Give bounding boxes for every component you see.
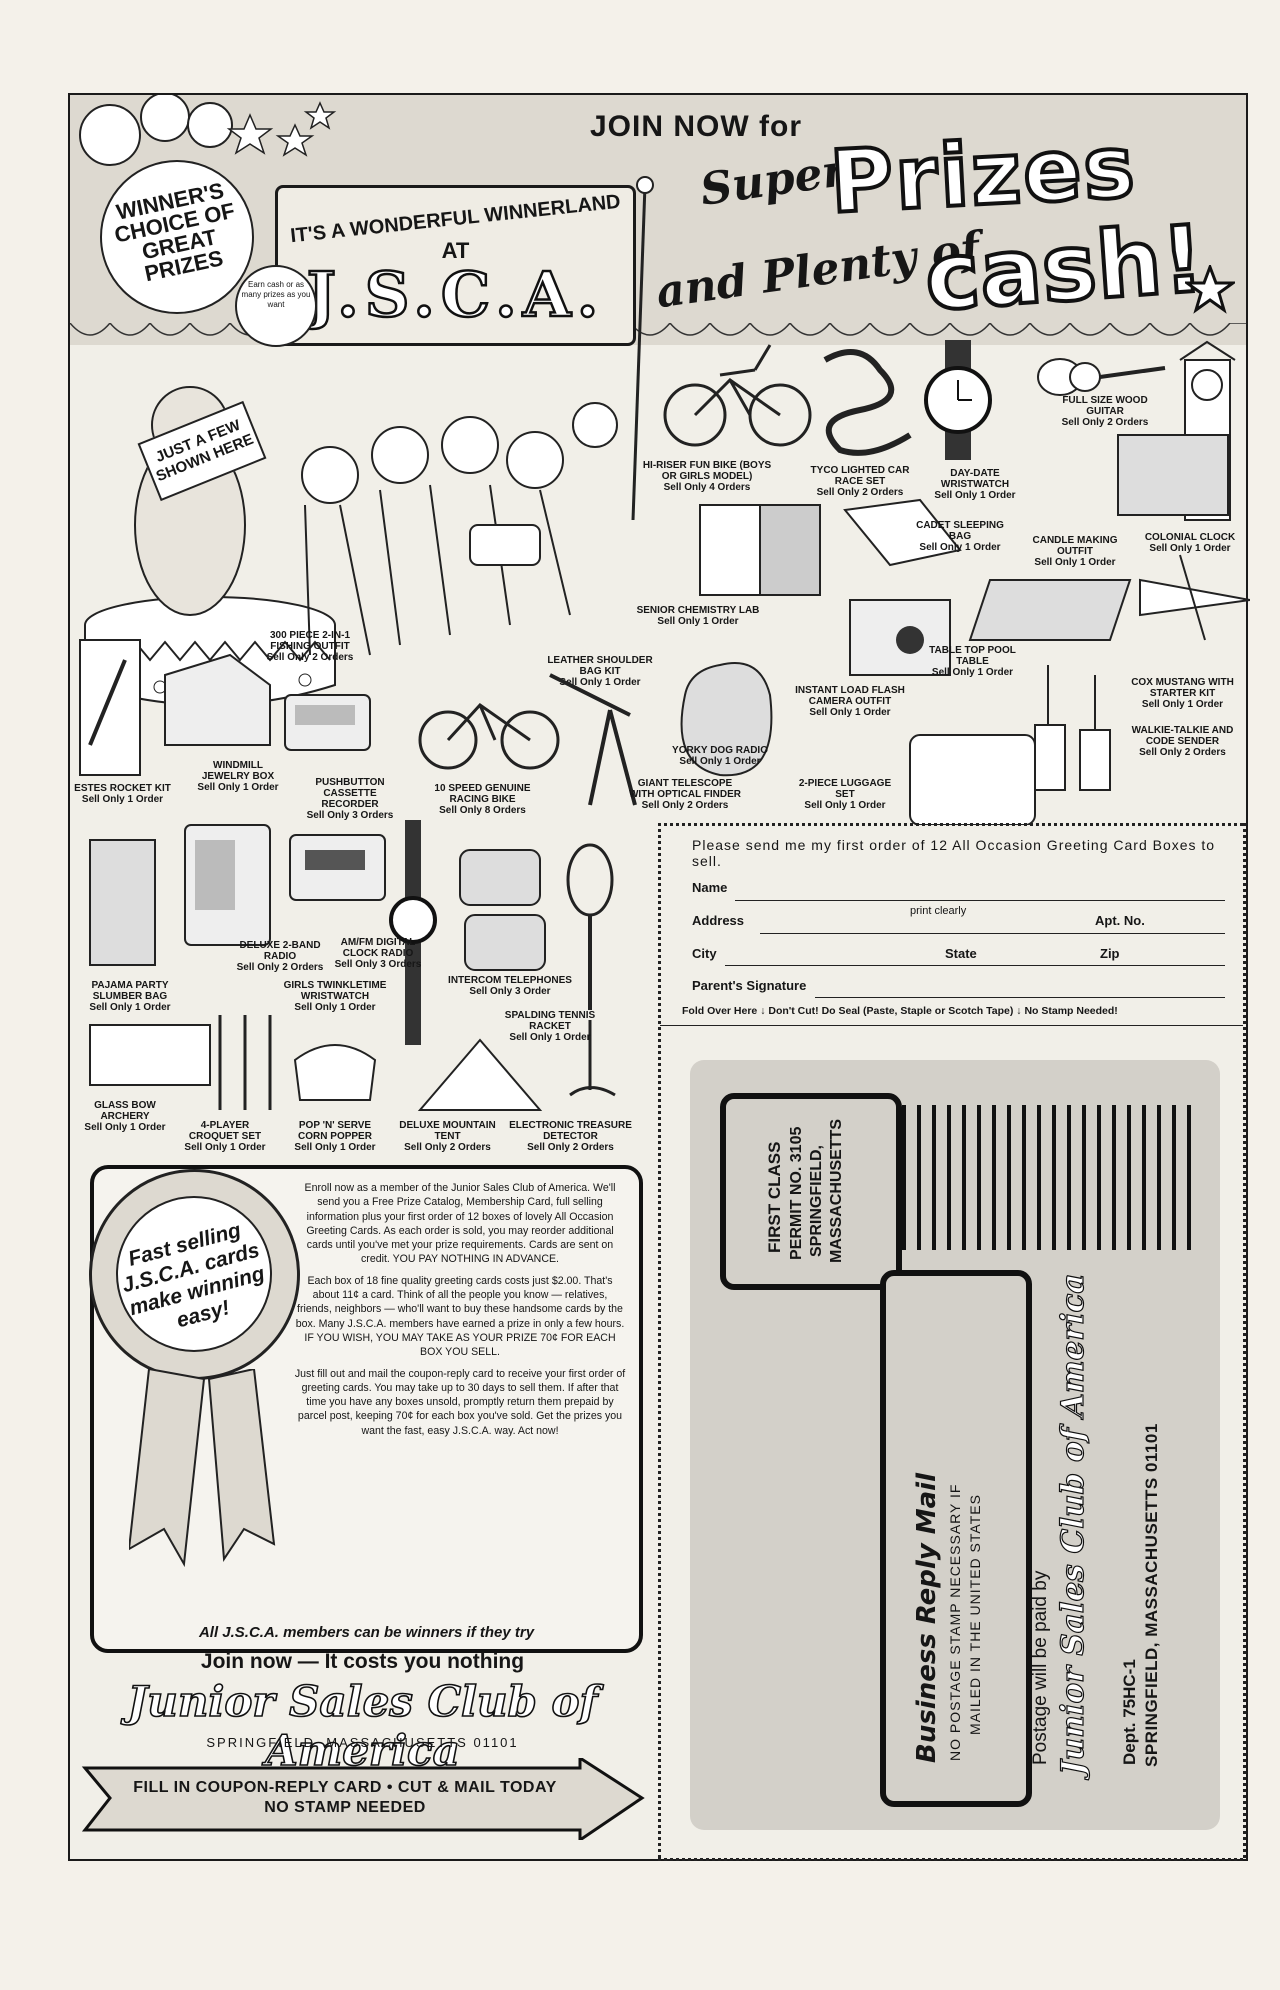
permit-state: MASSACHUSETTS (828, 1118, 845, 1263)
no-postage-note: NO POSTAGE STAMP NECESSARY IF (947, 1483, 963, 1761)
enroll-paragraph-2: Each box of 18 fine quality greeting car… (295, 1274, 625, 1359)
fold-instructions: Fold Over Here ↓ Don't Cut! Do Seal (Pas… (682, 1005, 1118, 1017)
business-reply-mail-title: Business Reply Mail (912, 1473, 942, 1763)
name-label: Name (692, 880, 728, 895)
city-state-zip-field[interactable] (725, 965, 1225, 966)
address-field[interactable] (760, 933, 1225, 934)
arrow-banner (81, 1758, 645, 1840)
coupon-intro: Please send me my first order of 12 All … (692, 837, 1216, 869)
city-label: City (692, 946, 717, 961)
postal-bars (902, 1105, 1191, 1250)
arrow-banner-line1: FILL IN COUPON-REPLY CARD • CUT & MAIL T… (133, 1779, 557, 1796)
first-class-label: FIRST CLASS (765, 1141, 784, 1253)
prize-illustrations-middle (79, 639, 1111, 825)
rosette-badge: Fast selling J.S.C.A. cards make winning… (89, 1169, 300, 1380)
join-now-heading: JOIN NOW for (590, 110, 802, 143)
join-now-tagline: Join now — It costs you nothing (200, 1650, 525, 1673)
sign-jsca-logo: J.S.C.A. (305, 257, 605, 333)
prize-illustrations-right (663, 340, 1250, 676)
name-field[interactable] (735, 900, 1225, 901)
earn-cash-text: Earn cash or as many prizes as you want (241, 280, 311, 309)
balloons-and-stars (79, 95, 337, 166)
ad-page: JOIN NOW for Super Prizes and Plenty of … (68, 93, 1250, 1861)
permit-city: SPRINGFIELD, (808, 1144, 825, 1257)
ribbon-tails (129, 1369, 276, 1568)
winnerland-sign: IT'S A WONDERFUL WINNERLAND AT J.S.C.A. (275, 185, 636, 346)
permit-number: PERMIT NO. 3105 (788, 1126, 805, 1260)
dept-code: Dept. 75HC-1 (1120, 1659, 1139, 1765)
coupon-cut-line-right (1243, 823, 1246, 1858)
star-icon (1185, 265, 1235, 314)
print-clearly-note: print clearly (910, 905, 967, 917)
coupon-cut-line-bottom (658, 1858, 1243, 1861)
sign-pole (631, 176, 654, 521)
enroll-paragraph-3: Just fill out and mail the coupon-reply … (294, 1367, 626, 1437)
enroll-paragraph-1: Enroll now as a member of the Junior Sal… (304, 1182, 616, 1266)
rosette-text: Fast selling J.S.C.A. cards make winning… (119, 1218, 268, 1333)
zip-label: Zip (1100, 946, 1120, 961)
arrow-banner-text: FILL IN COUPON-REPLY CARD • CUT & MAIL T… (110, 1778, 580, 1818)
first-class-permit-box (720, 1093, 902, 1290)
parent-signature-field[interactable] (815, 997, 1225, 998)
enroll-info-box: Fast selling J.S.C.A. cards make winning… (89, 1165, 643, 1653)
state-label: State (945, 946, 977, 961)
earn-cash-badge: Earn cash or as many prizes as you want (235, 265, 317, 347)
prize-illustrations-left (89, 820, 616, 1111)
sign-at: AT (441, 238, 470, 263)
prize-label: HI-RISER FUN BIKE (BOYS OR GIRLS MODEL)S… (642, 460, 772, 493)
cash-word: cash! (920, 203, 1210, 333)
reply-address: SPRINGFIELD, MASSACHUSETTS 01101 (1142, 1423, 1161, 1767)
enroll-copy: Enroll now as a member of the Junior Sal… (294, 1181, 626, 1445)
business-reply-mail-box (880, 1270, 1032, 1807)
coupon-cut-line-left (658, 823, 1246, 1858)
parent-signature-label: Parent's Signature (692, 978, 807, 993)
winners-choice-text: WINNER'S CHOICE OF GREAT PRIZES (112, 177, 237, 287)
club-name-logo: Junior Sales Club of America (1054, 1273, 1091, 1776)
winners-choice-badge: WINNER'S CHOICE OF GREAT PRIZES (100, 160, 254, 314)
mailed-us-note: MAILED IN THE UNITED STATES (967, 1494, 983, 1735)
address-label: Address (692, 913, 745, 928)
arrow-banner-line2: NO STAMP NEEDED (264, 1799, 426, 1816)
postage-paid-by: Postage will be paid by (1030, 1570, 1051, 1765)
enroll-footer: All J.S.C.A. members can be winners if t… (198, 1624, 535, 1641)
coupon-cut-line-top (658, 823, 1243, 826)
apt-label: Apt. No. (1095, 913, 1145, 928)
club-address: SPRINGFIELD, MASSACHUSETTS 01101 (206, 1735, 519, 1750)
fold-line (660, 1025, 1243, 1026)
